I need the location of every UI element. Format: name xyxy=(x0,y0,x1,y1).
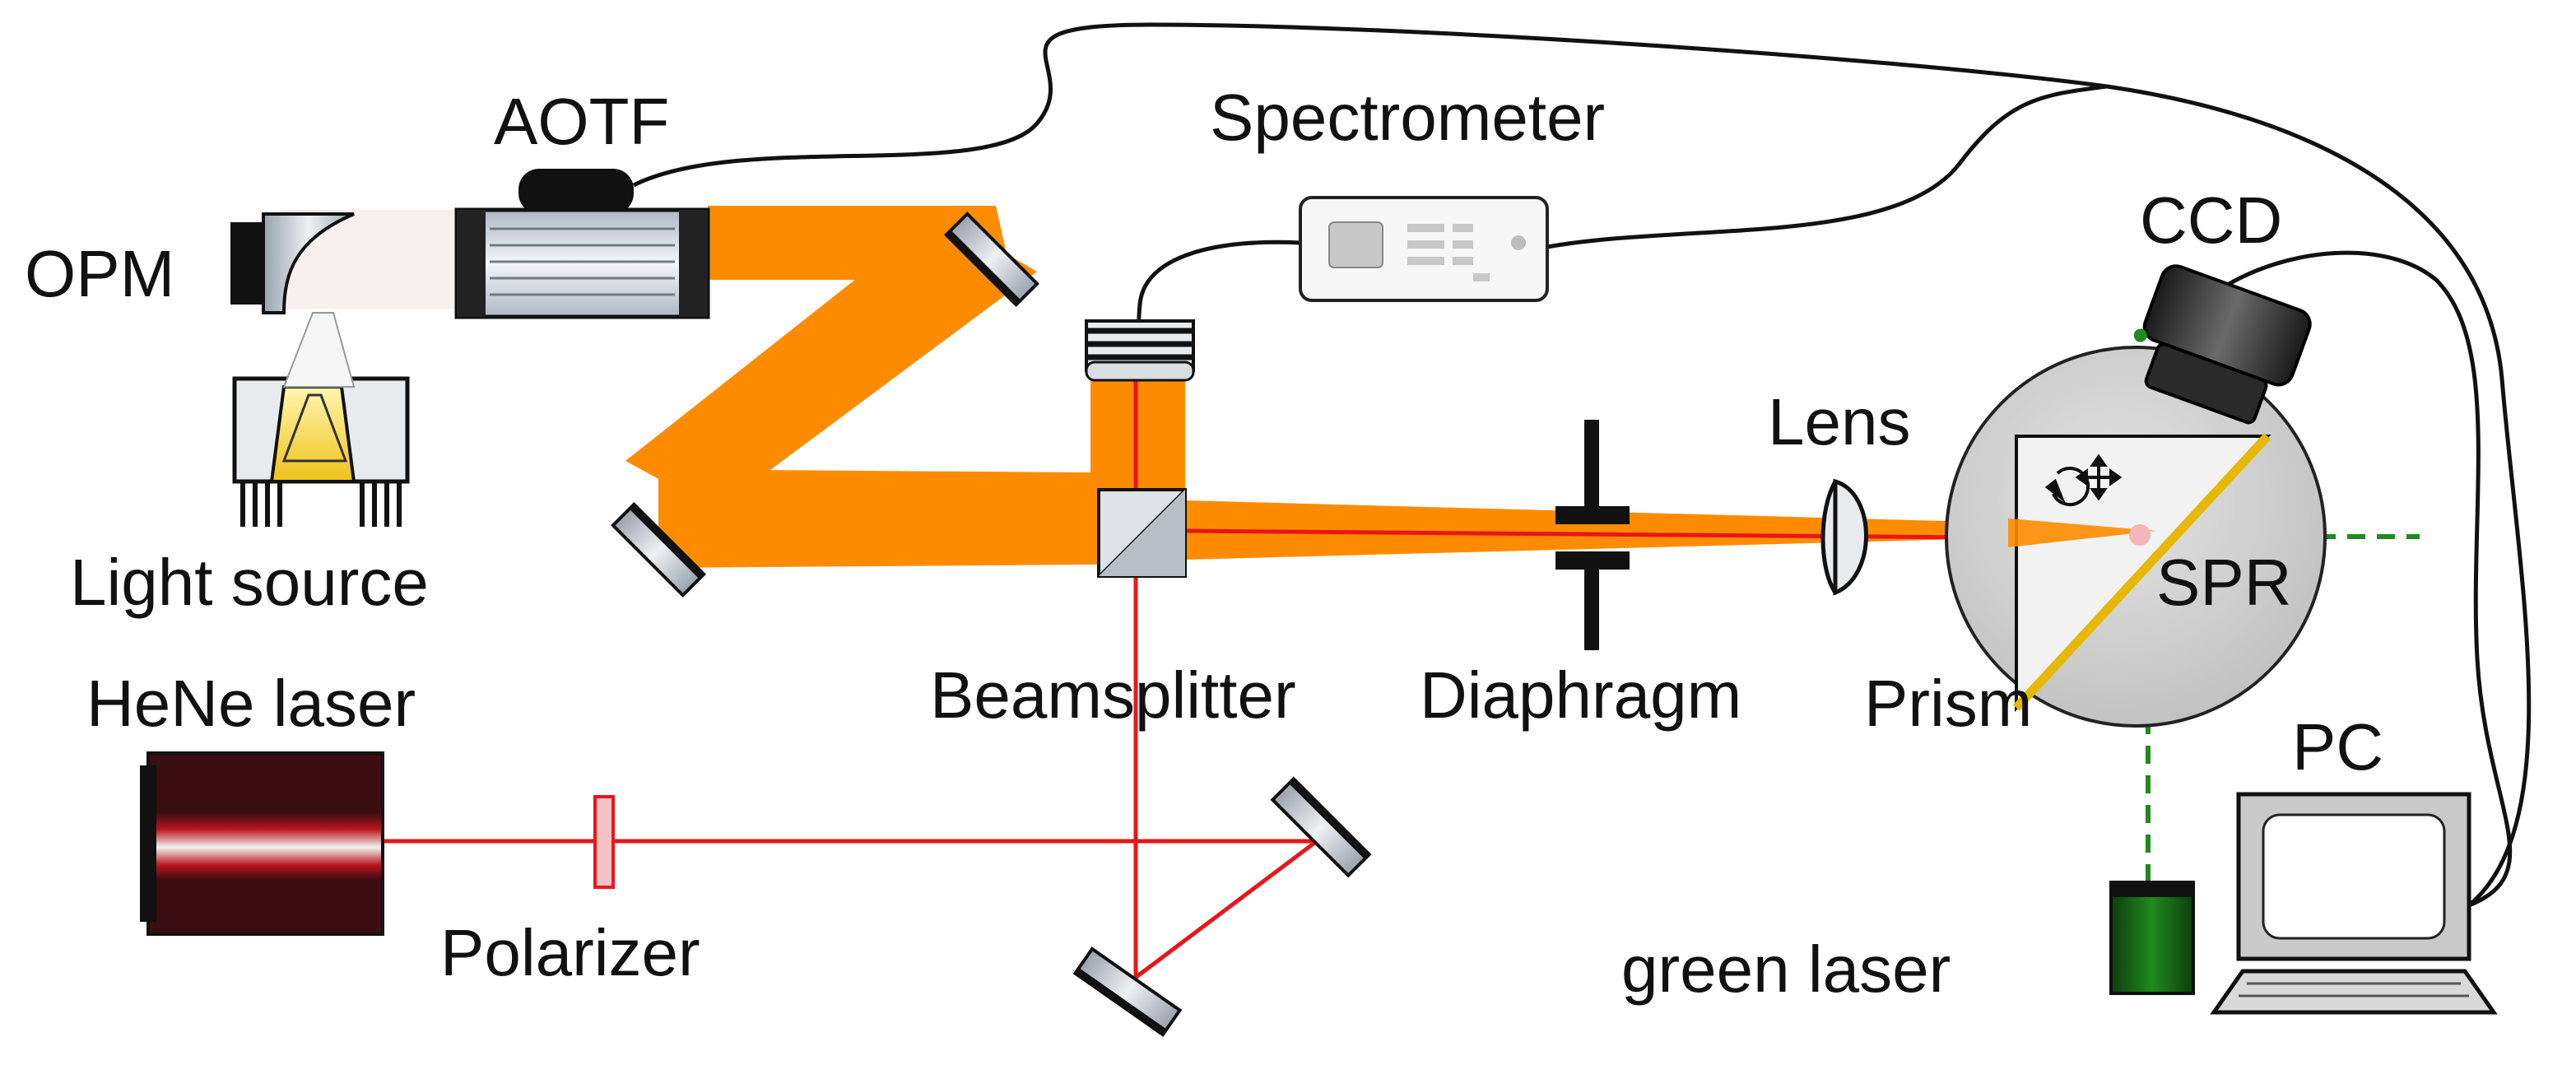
spr-spot xyxy=(2129,524,2151,546)
label-diaphragm: Diaphragm xyxy=(1420,658,1741,732)
label-pc: PC xyxy=(2292,710,2383,784)
rotation-stage xyxy=(1945,346,2327,728)
lens xyxy=(1820,478,1868,596)
heat-sink-fins-icon xyxy=(240,481,402,527)
cable-aotf-to-pc xyxy=(632,22,2532,907)
label-light-source: Light source xyxy=(70,546,429,619)
cables xyxy=(632,22,2532,908)
label-hene-laser: HeNe laser xyxy=(86,667,416,740)
rotate-move-icon xyxy=(2044,453,2123,506)
label-green-laser: green laser xyxy=(1621,932,1951,1006)
pc-computer xyxy=(2210,792,2498,1015)
aotf-device xyxy=(454,169,710,319)
label-opm: OPM xyxy=(25,237,174,310)
cable-ccd-to-pc xyxy=(2220,250,2513,908)
hene-laser xyxy=(140,751,384,936)
mirror-hene-right xyxy=(1270,776,1372,878)
mirror-top-right xyxy=(944,212,1039,307)
label-beamsplitter: Beamsplitter xyxy=(930,658,1296,732)
label-spr: SPR xyxy=(2156,546,2292,619)
spectrometer-device xyxy=(1299,196,1549,302)
mirror-bottom-left xyxy=(611,502,706,598)
ccd-camera xyxy=(2133,264,2312,425)
mirror-hene-bottom xyxy=(1072,946,1183,1037)
light-source xyxy=(232,312,410,527)
cable-spectrometer-to-computer xyxy=(1546,84,2108,249)
label-spectrometer: Spectrometer xyxy=(1210,81,1605,154)
polarizer xyxy=(593,795,615,889)
label-prism: Prism xyxy=(1864,667,2032,740)
label-lens: Lens xyxy=(1768,385,1910,458)
green-laser-device xyxy=(2109,881,2195,995)
label-polarizer: Polarizer xyxy=(440,916,700,989)
diaphragm xyxy=(1555,420,1630,650)
fiber-coupler xyxy=(1085,319,1195,382)
opm-device xyxy=(230,212,355,314)
label-ccd: CCD xyxy=(2140,184,2282,257)
gold-film xyxy=(2012,433,2271,711)
label-aotf: AOTF xyxy=(494,85,669,158)
beamsplitter-cube xyxy=(1097,488,1187,578)
